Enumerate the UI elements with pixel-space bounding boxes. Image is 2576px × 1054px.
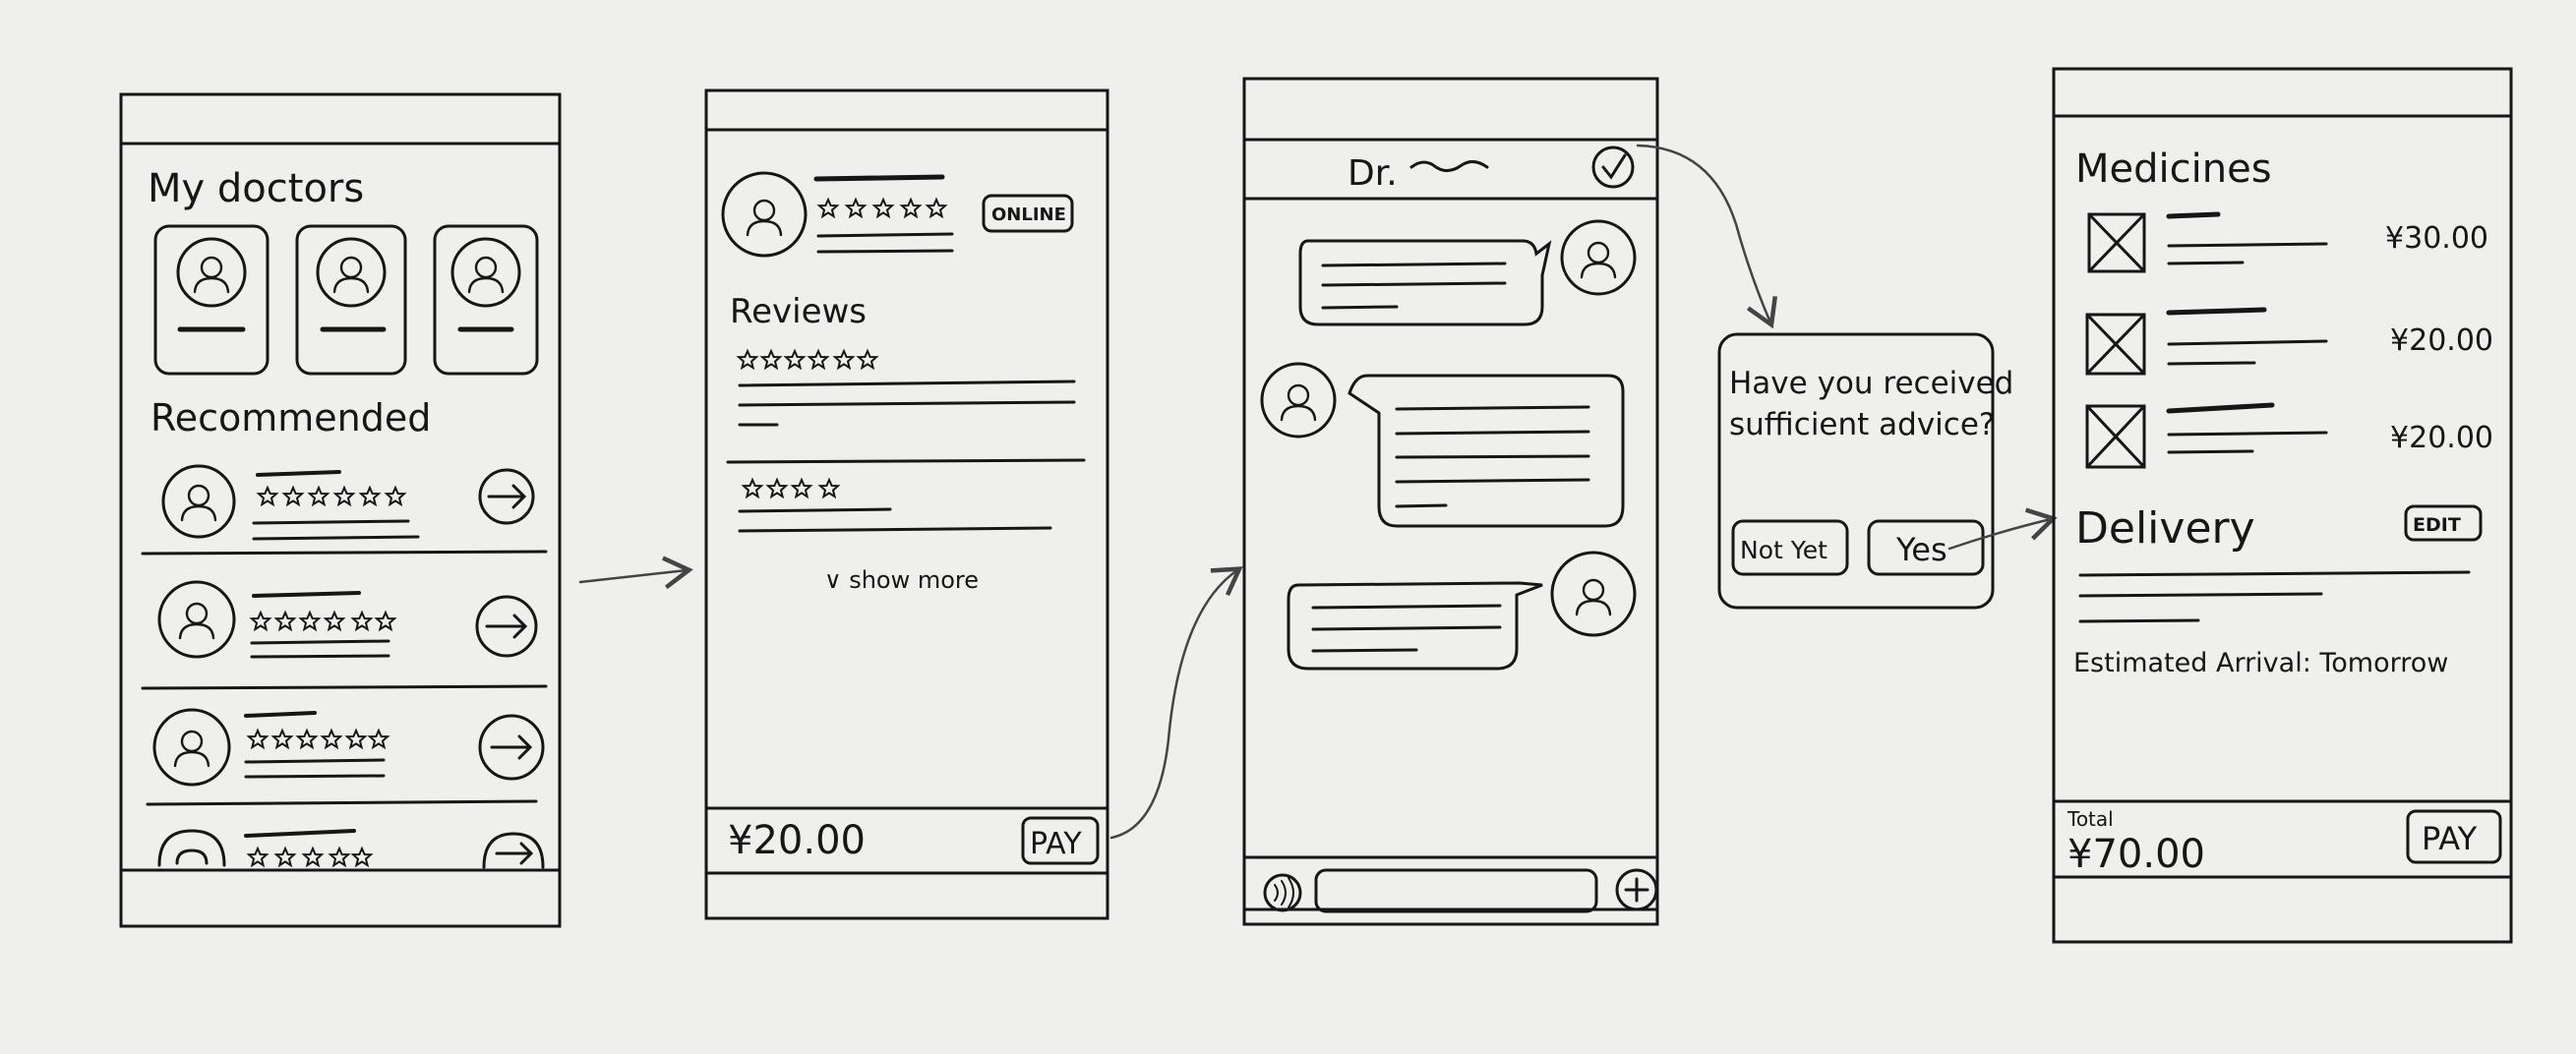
medicine-item[interactable] [2085,307,2328,376]
doctor-card[interactable] [295,224,407,376]
list-item[interactable] [141,580,548,690]
online-badge [982,194,1074,233]
chat-bubble-incoming [1348,374,1625,528]
pay-button[interactable]: PAY [1030,827,1082,861]
online-badge-label: ONLINE [991,205,1066,225]
estimated-arrival: Estimated Arrival: Tomorrow [2073,648,2448,678]
flow-arrow [1947,507,2058,551]
medicine-item[interactable] [2087,211,2328,273]
medicine-item[interactable] [2085,402,2328,469]
chat-title: Dr. [1348,153,1398,194]
consultation-price: ¥20.00 [728,818,866,863]
medicine-price: ¥20.00 [2390,421,2493,455]
doctor-card[interactable] [153,224,270,376]
edit-label: EDIT [2413,514,2461,536]
medicine-image [2085,313,2146,376]
screen-chat [1242,77,1659,926]
screen-doctors-list [119,92,562,928]
check-icon [1591,146,1635,189]
checkout-pay-button[interactable]: PAY [2422,820,2478,857]
edit-button[interactable] [2404,504,2483,542]
recommended-title: Recommended [150,396,431,439]
medicine-image [2087,212,2146,273]
screen-checkout [2052,67,2513,944]
dialog-question-line1: Have you received [1729,366,2013,401]
yes-label: Yes [1895,531,1947,568]
not-yet-button[interactable] [1731,519,1849,576]
my-doctors-title: My doctors [148,166,364,211]
reviews-title: Reviews [730,292,867,331]
flow-arrow [1636,144,1778,329]
medicine-price: ¥30.00 [2385,221,2488,256]
total-amount: ¥70.00 [2067,832,2205,877]
delivery-title: Delivery [2075,503,2255,554]
total-label: Total [2067,807,2114,831]
avatar [1560,219,1637,296]
list-item[interactable] [157,829,545,869]
arrow-right-icon [478,468,535,525]
show-more-link[interactable]: ∨ show more [824,566,979,594]
message-input[interactable] [1314,868,1598,913]
list-item[interactable] [146,708,545,806]
medicine-image [2085,404,2146,469]
avatar [721,171,808,258]
add-icon[interactable] [1615,868,1658,911]
chat-bubble-outgoing [1287,581,1543,671]
avatar [1260,362,1337,439]
doctor-name-scribble [1409,160,1489,172]
dialog-question-line2: sufficient advice? [1729,407,1995,442]
medicine-price: ¥20.00 [2390,323,2493,358]
flow-arrow [578,556,693,590]
pay-button-frame [1021,816,1100,865]
arrow-right-icon [475,595,538,658]
arrow-right-icon [478,714,545,781]
not-yet-label: Not Yet [1740,536,1827,564]
list-item[interactable] [141,464,548,556]
doctor-card[interactable] [433,224,539,376]
medicines-title: Medicines [2075,146,2272,192]
yes-button[interactable] [1867,519,1985,576]
avatar [1550,551,1637,637]
chat-bubble-outgoing [1298,239,1552,326]
flow-arrow [1109,566,1243,840]
screen-doctor-profile [704,88,1109,920]
pay-button-frame [2406,809,2502,864]
voice-icon[interactable] [1263,873,1302,912]
confirm-dialog [1717,332,1995,610]
